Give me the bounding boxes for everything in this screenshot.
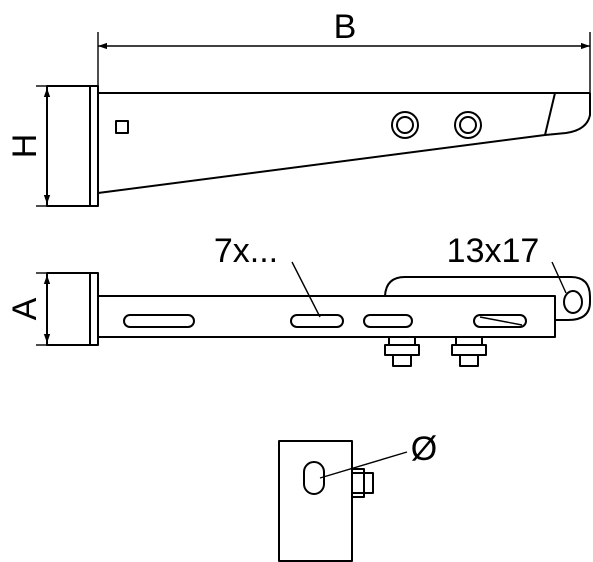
end-bolt-nut	[351, 468, 365, 498]
nut-1	[384, 344, 420, 356]
slot-2	[290, 314, 344, 328]
base-plate-side	[46, 85, 91, 207]
bolt-end-2	[459, 354, 479, 367]
label-h: H	[6, 134, 44, 159]
arm-tip	[544, 92, 591, 136]
bolt-inner-1	[396, 116, 414, 134]
leader-slots	[291, 261, 321, 318]
slot-3	[363, 314, 413, 328]
side-view: B H	[6, 8, 591, 207]
tip-plate	[384, 276, 591, 321]
bolt-end-1	[392, 354, 412, 367]
arm-body-top	[97, 295, 556, 338]
bolt-head-2	[454, 111, 482, 139]
end-plate	[278, 440, 353, 562]
leader-13x17	[551, 261, 567, 294]
end-view: Ø	[278, 430, 437, 562]
slot-4	[473, 314, 527, 328]
bolt-shank-1	[388, 336, 416, 346]
end-slot	[303, 461, 325, 495]
label-13x17: 13x17	[447, 232, 540, 270]
bolt-head-1	[391, 111, 419, 139]
label-slot-count: 7x...	[214, 232, 278, 270]
slot-13x17	[563, 290, 583, 314]
bolt-shank-2	[455, 336, 483, 346]
square-hole	[115, 120, 129, 134]
top-view: A 13x17 7x...	[6, 232, 591, 367]
nut-2	[451, 344, 487, 356]
leader-diameter	[319, 451, 408, 479]
base-plate-top	[46, 272, 91, 346]
base-plate-top-edge	[89, 272, 99, 346]
slot-4-diagonal	[479, 316, 523, 326]
label-a: A	[6, 297, 44, 320]
slot-1	[123, 314, 195, 328]
label-b: B	[334, 8, 357, 46]
arm-outline	[97, 92, 556, 194]
base-plate-edge	[89, 85, 99, 207]
label-diameter: Ø	[411, 430, 437, 468]
end-bolt	[351, 472, 374, 494]
bolt-inner-2	[459, 116, 477, 134]
